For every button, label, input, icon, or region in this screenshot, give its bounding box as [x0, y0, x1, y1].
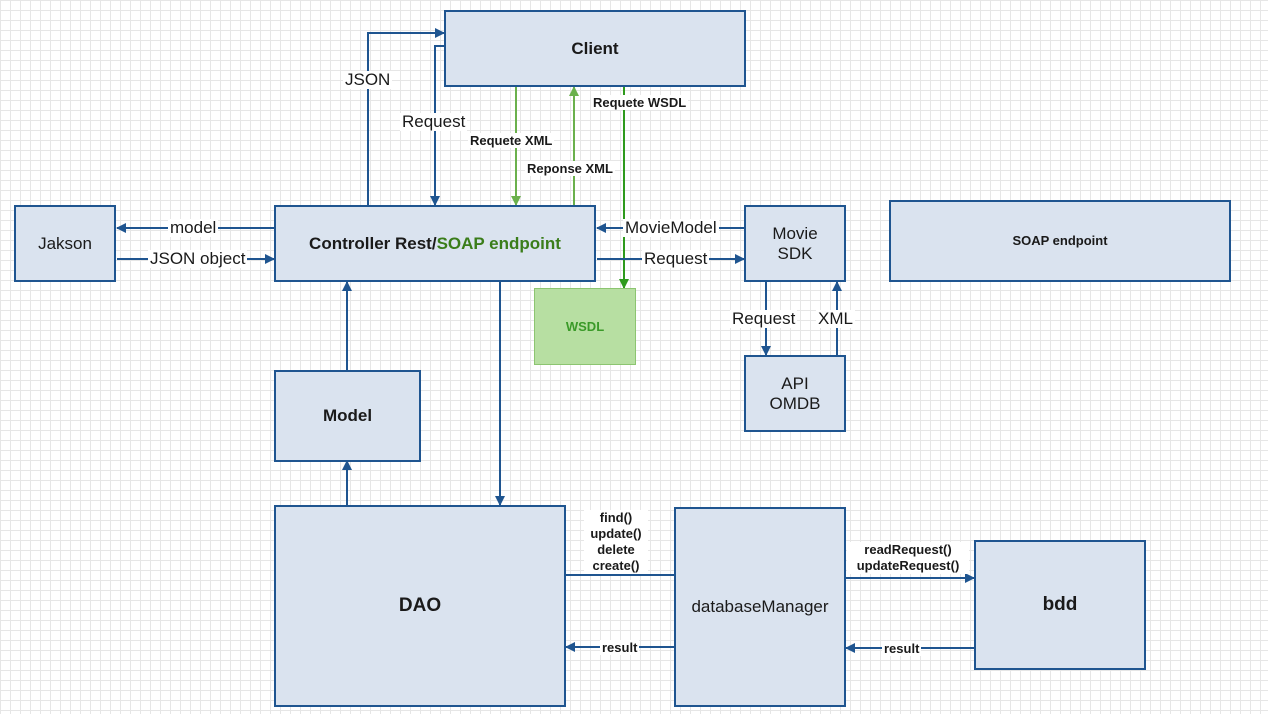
db-op-update: updateRequest()	[856, 558, 960, 573]
bdd-node[interactable]: bdd	[974, 540, 1146, 670]
jakson-node[interactable]: Jakson	[14, 205, 116, 282]
result-dao-edge-label: result	[600, 640, 640, 655]
movie-model-edge-label: MovieModel	[623, 218, 719, 237]
edge-json	[367, 28, 445, 205]
client-node[interactable]: Client	[444, 10, 746, 87]
api-omdb-line-1: API	[781, 373, 809, 393]
dao-node[interactable]: DAO	[274, 505, 566, 707]
dao-op-delete: delete	[597, 542, 635, 557]
request-sdk-edge-label: Request	[642, 249, 710, 268]
controller-label: Controller Rest/SOAP endpoint	[309, 234, 561, 254]
movie-sdk-label: Movie SDK	[772, 224, 817, 264]
movie-sdk-node[interactable]: Movie SDK	[744, 205, 846, 282]
request-api-edge-label: Request	[730, 309, 798, 328]
model-label: Model	[322, 406, 373, 425]
json-edge-label: JSON	[343, 70, 393, 89]
movie-sdk-line-2: SDK	[777, 243, 813, 263]
wsdl-node[interactable]: WSDL	[534, 288, 636, 365]
dao-op-update: update()	[590, 526, 642, 541]
bdd-label: bdd	[1042, 594, 1078, 615]
edge-request-client	[430, 45, 444, 206]
reponse-xml-edge-label: Reponse XML	[525, 161, 615, 176]
api-omdb-line-2: OMDB	[769, 393, 821, 413]
dao-ops-edge-label: find() update() delete create()	[584, 510, 648, 574]
xml-edge-label: XML	[816, 309, 855, 328]
requete-xml-edge-label: Requete XML	[468, 133, 555, 148]
jakson-label: Jakson	[38, 233, 92, 253]
soap-endpoint-label: SOAP endpoint	[1012, 233, 1108, 248]
requete-wsdl-edge-label: Requete WSDL	[591, 95, 689, 110]
soap-endpoint-node[interactable]: SOAP endpoint	[889, 200, 1231, 282]
dao-op-find: find()	[599, 510, 633, 525]
api-omdb-node[interactable]: API OMDB	[744, 355, 846, 432]
api-omdb-label: API OMDB	[770, 374, 821, 414]
controller-label-main: Controller Rest/	[309, 233, 437, 253]
dao-op-create: create()	[592, 558, 640, 573]
db-op-read: readRequest()	[864, 542, 952, 557]
db-ops-edge-label: readRequest() updateRequest()	[847, 542, 969, 574]
wsdl-label: WSDL	[565, 318, 605, 334]
database-manager-node[interactable]: databaseManager	[674, 507, 846, 707]
json-object-edge-label: JSON object	[148, 249, 248, 268]
dao-label: DAO	[398, 595, 442, 616]
controller-node[interactable]: Controller Rest/SOAP endpoint	[274, 205, 596, 282]
model-node[interactable]: Model	[274, 370, 421, 462]
request-client-edge-label: Request	[400, 112, 468, 131]
database-manager-label: databaseManager	[691, 597, 829, 616]
result-db-edge-label: result	[882, 641, 922, 656]
movie-sdk-line-1: Movie	[772, 223, 818, 243]
model-edge-label: model	[168, 218, 219, 237]
client-label: Client	[571, 38, 619, 58]
controller-label-accent: SOAP endpoint	[436, 233, 561, 253]
